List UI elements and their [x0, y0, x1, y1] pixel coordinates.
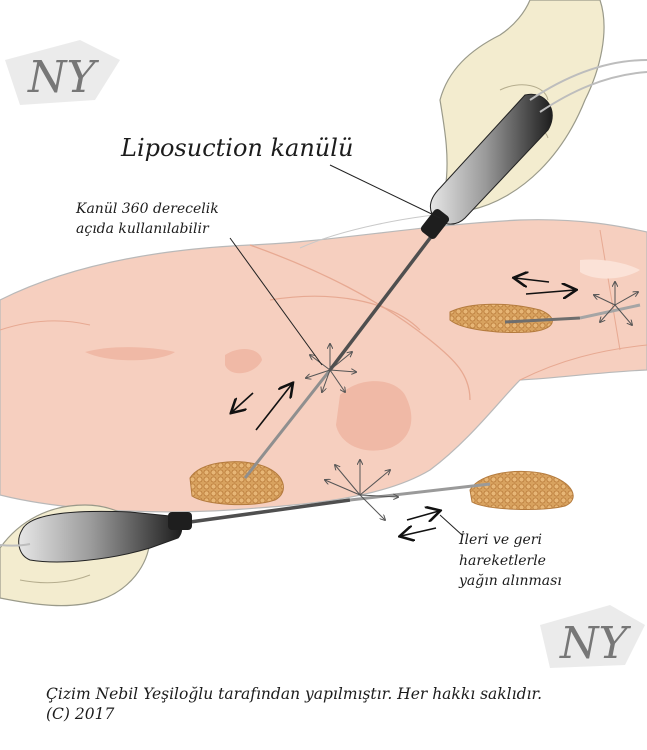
motion-note-line: İleri ve geri [459, 532, 542, 548]
body-shape [0, 211, 647, 513]
watermark-logo: NY [540, 605, 645, 669]
cannula-handle-icon [0, 510, 192, 563]
motion-note-line: yağın alınması [459, 573, 562, 589]
motion-note: İleri ve geri hareketlerle yağın alınmas… [459, 530, 562, 592]
rotation-note-line: açıda kullanılabilir [76, 221, 209, 237]
cannula-shafts [189, 223, 641, 524]
svg-text:NY: NY [27, 52, 100, 103]
fat-deposit-icon [189, 303, 574, 510]
credit-line: Çizim Nebil Yeşiloğlu tarafından yapılmı… [46, 685, 543, 703]
skin-patches [85, 259, 640, 451]
double-arrow-icon [232, 278, 575, 536]
cannula-title: Liposuction kanülü [121, 134, 354, 162]
rotation-note: Kanül 360 derecelik açıda kullanılabilir [76, 199, 219, 239]
leader-lines [229, 164, 463, 536]
credit-line: (C) 2017 [46, 705, 115, 723]
svg-text:NY: NY [559, 618, 632, 669]
watermark-logo: NY [5, 40, 120, 105]
credit: Çizim Nebil Yeşiloğlu tarafından yapılmı… [46, 684, 542, 724]
rotation-note-line: Kanül 360 derecelik [76, 201, 219, 217]
motion-note-line: hareketlerle [459, 552, 546, 569]
cannula-handle-icon [420, 59, 647, 239]
